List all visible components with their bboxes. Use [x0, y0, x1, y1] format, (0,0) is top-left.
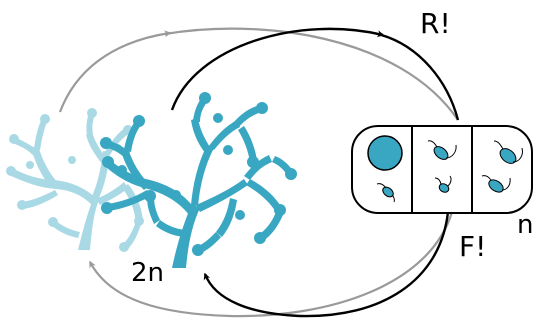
grey-upper-arc [164, 27, 459, 121]
fertilization-arrow [203, 211, 450, 318]
ghost-thallus-icon [6, 108, 144, 252]
grey-lower-arc [89, 211, 454, 318]
zoospore-icon [493, 140, 523, 164]
release-arrow [170, 27, 385, 111]
zoospore-icon [481, 175, 511, 193]
zoospore-icon [376, 183, 395, 203]
zoospore-icon [427, 140, 457, 160]
haploid-label: n [517, 210, 533, 240]
release-label: R! [420, 7, 451, 40]
zoospore-icon [434, 175, 452, 193]
diploid-label: 2n [131, 258, 164, 288]
fertilization-label: F! [459, 230, 486, 263]
grey-upper-arrow [58, 30, 172, 113]
large-cell-icon [367, 135, 403, 171]
diploid-thallus-icon [100, 92, 297, 268]
sporangium-icon [351, 125, 533, 214]
release-arrow-tail [377, 32, 460, 121]
